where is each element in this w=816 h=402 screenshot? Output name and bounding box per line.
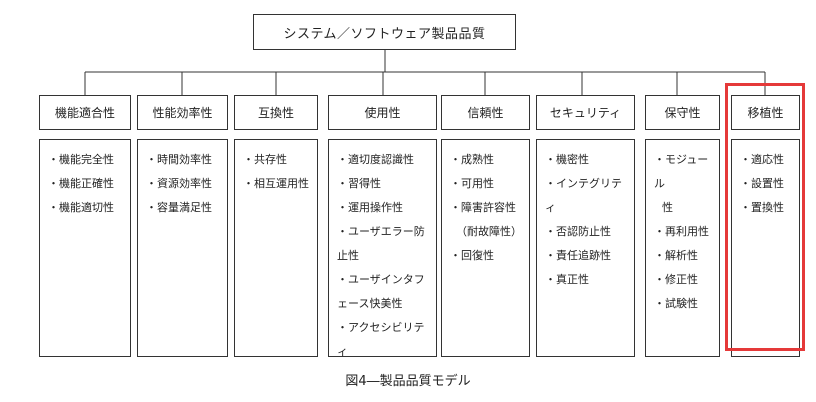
characteristic-header-functional-suitability: 機能適合性 [39,95,131,130]
root-node: システム／ソフトウェア製品品質 [253,14,516,50]
list-item: ・適切度認識性 [337,153,414,166]
subcharacteristic-list-usability: ・適切度認識性 ・習得性 ・運用操作性 ・ユーザエラー防 止性 ・ユーザインタフ… [328,139,437,358]
subcharacteristic-list-functional-suitability: ・機能完全性 ・機能正確性 ・機能適切性 [39,139,131,357]
subcharacteristic-list-portability: ・適応性 ・設置性 ・置換性 [731,139,800,357]
list-item: ・成熟性 [450,153,494,166]
subcharacteristic-list-compatibility: ・共存性 ・相互運用性 [234,139,318,357]
figure-caption: 図4―製品品質モデル [345,374,471,389]
list-item: ・責任追跡性 [545,249,611,262]
list-item: ・設置性 [740,177,784,190]
list-item: ・習得性 [337,177,381,190]
characteristic-header-usability: 使用性 [328,95,437,130]
list-item: 性 [662,201,673,214]
list-item: ・回復性 [450,249,494,262]
list-item: （耐故障性） [456,225,522,238]
list-item: ・適応性 [740,153,784,166]
list-item: ・相互運用性 [243,177,309,190]
list-item: ・可用性 [450,177,494,190]
list-item: ・運用操作性 [337,201,403,214]
list-item: ・容量満足性 [146,201,212,214]
list-item: ・資源効率性 [146,177,212,190]
characteristic-header-compatibility: 互換性 [234,95,318,130]
list-item: ・機密性 [545,153,589,166]
subcharacteristic-list-maintainability: ・モジュール 性 ・再利用性 ・解析性 ・修正性 ・試験性 [645,139,720,357]
list-item: ・共存性 [243,153,287,166]
list-item: 止性 [337,249,359,262]
characteristic-header-reliability: 信頼性 [441,95,530,130]
list-item: ・再利用性 [654,225,709,238]
list-item: ・解析性 [654,249,698,262]
highlight-frame [725,83,805,351]
list-item: ・置換性 [740,201,784,214]
list-item: ・試験性 [654,297,698,310]
list-item: ェース快美性 [337,297,403,310]
list-item: ・修正性 [654,273,698,286]
characteristic-header-performance-efficiency: 性能効率性 [137,95,228,130]
characteristic-header-maintainability: 保守性 [645,95,720,130]
list-item: ・真正性 [545,273,589,286]
subcharacteristic-list-security: ・機密性 ・インテグリティ ・否認防止性 ・責任追跡性 ・真正性 [536,139,635,357]
list-item: ・ユーザインタフ [337,273,425,286]
characteristic-header-security: セキュリティ [536,95,635,130]
list-item: ・時間効率性 [146,153,212,166]
list-item: ・モジュール [654,153,709,190]
list-item: ・機能正確性 [48,177,114,190]
list-item: ・障害許容性 [450,201,516,214]
list-item: ・否認防止性 [545,225,611,238]
list-item: ・機能完全性 [48,153,114,166]
list-item: ・機能適切性 [48,201,114,214]
subcharacteristic-list-reliability: ・成熟性 ・可用性 ・障害許容性 （耐故障性） ・回復性 [441,139,530,357]
characteristic-header-portability: 移植性 [731,95,800,130]
subcharacteristic-list-performance-efficiency: ・時間効率性 ・資源効率性 ・容量満足性 [137,139,228,357]
list-item: ・ユーザエラー防 [337,225,425,238]
list-item: ・インテグリティ [545,177,622,214]
list-item: ィ [337,345,348,358]
list-item: ・アクセシビリテ [337,321,425,334]
